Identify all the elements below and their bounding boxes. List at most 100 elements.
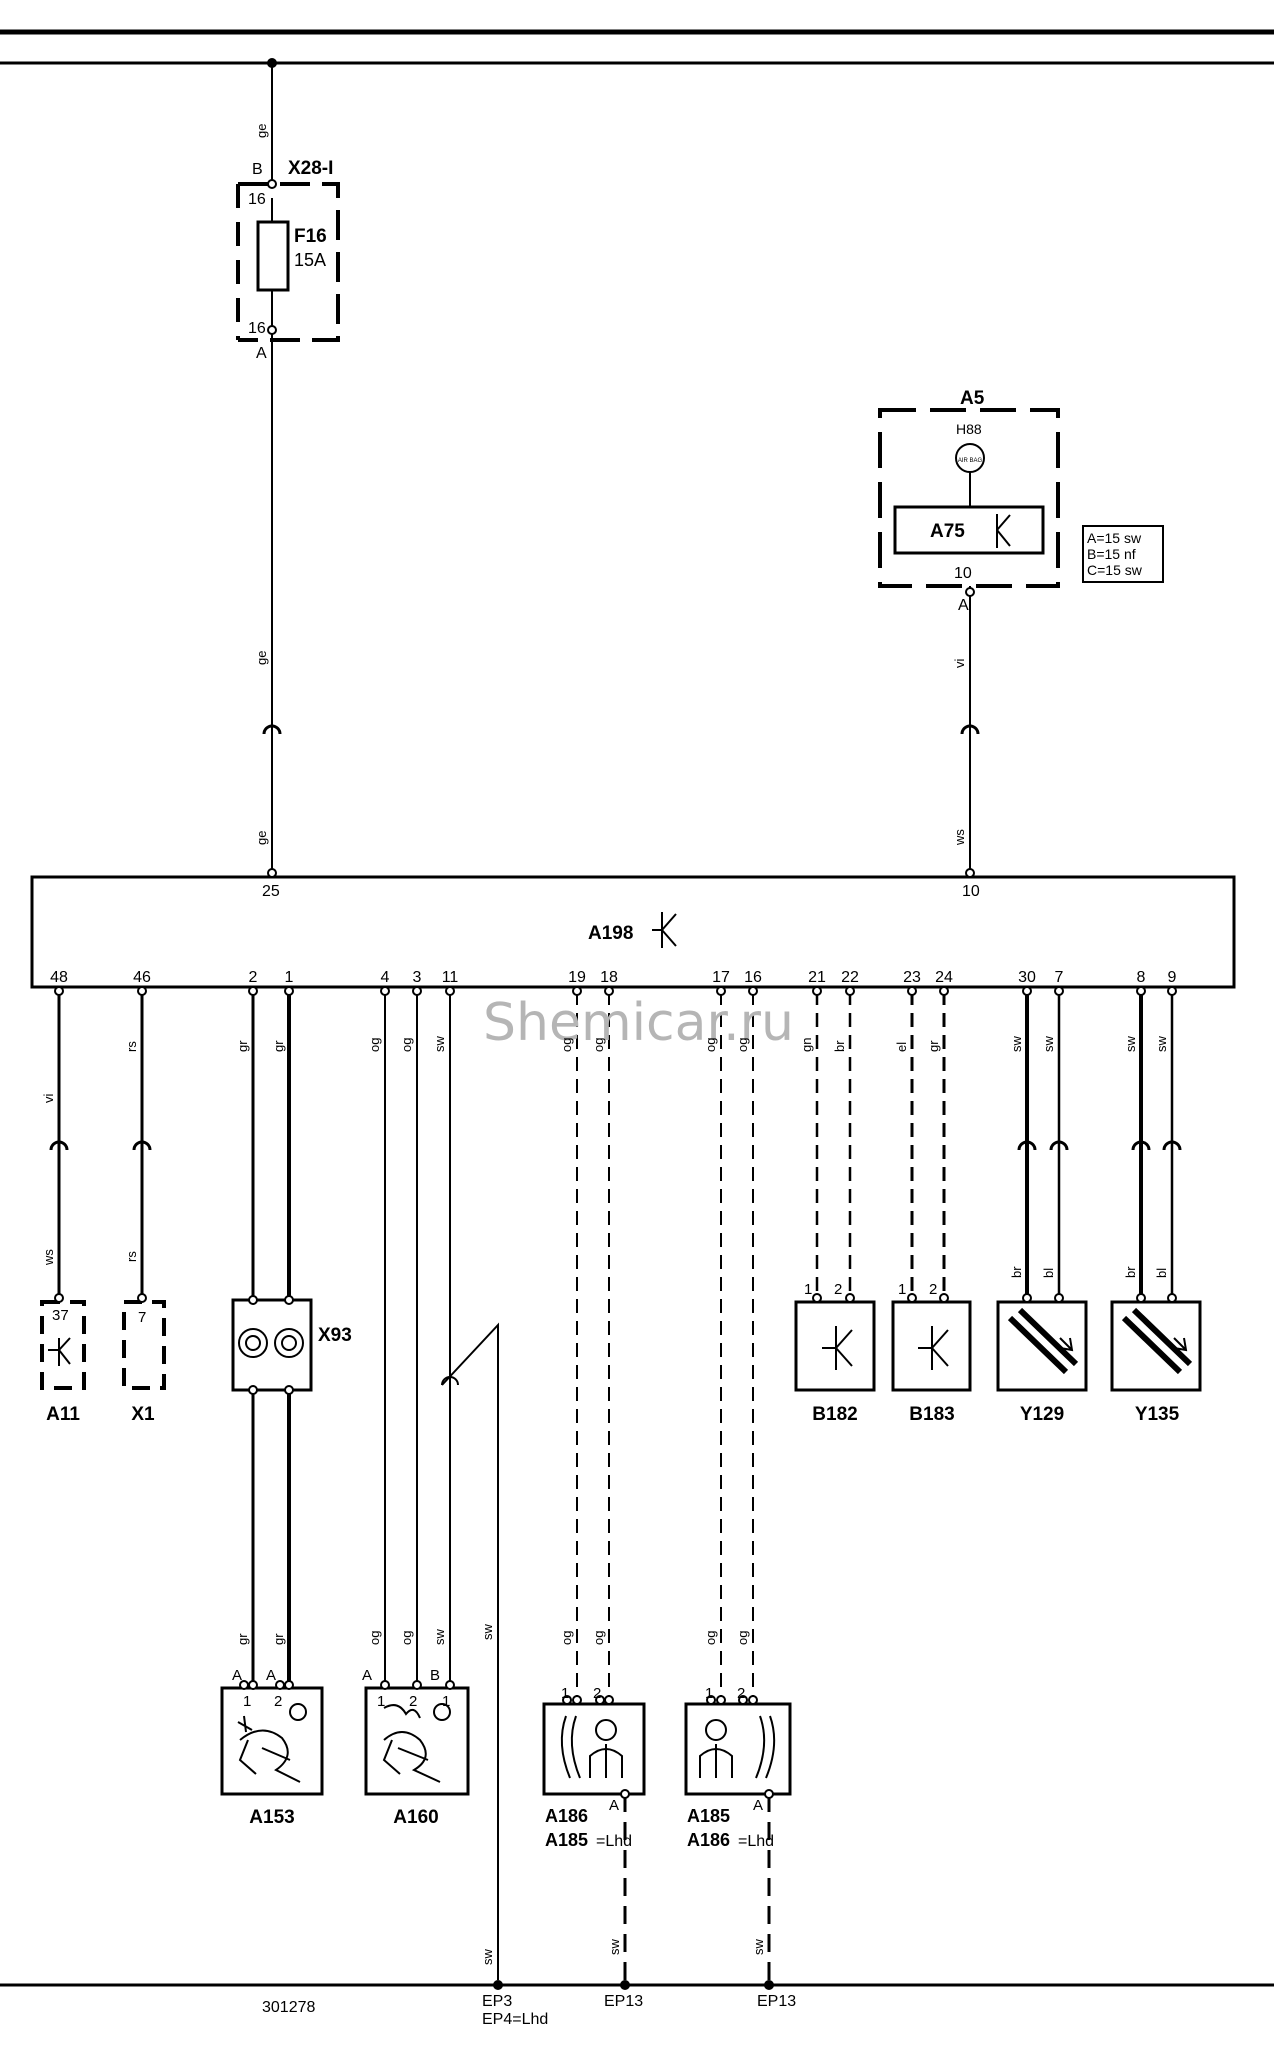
ground-ep3: EP3	[482, 1993, 512, 2010]
a153-term-2: A	[266, 1667, 276, 1684]
wire-48-top: vi	[41, 1094, 56, 1104]
wire-21: gn	[799, 1038, 814, 1052]
a160-label: A160	[393, 1807, 438, 1828]
pin-23: 23	[903, 969, 921, 986]
pin-11: 11	[442, 969, 459, 986]
wire-2-bot: gr	[235, 1633, 250, 1645]
wire-18-top: og	[591, 1038, 606, 1052]
pin-2: 2	[249, 969, 258, 986]
wire-9-top: sw	[1154, 1036, 1169, 1053]
wire-24: gr	[926, 1040, 941, 1052]
pin-24: 24	[935, 969, 953, 986]
wire-ge-1: ge	[254, 124, 269, 138]
wire-7-bot: bl	[1041, 1268, 1056, 1278]
wire-16-top: og	[735, 1038, 750, 1052]
wire-46-bot: rs	[124, 1251, 139, 1262]
wire-11-top: sw	[432, 1036, 447, 1053]
pin-17: 17	[712, 969, 730, 986]
pin-4: 4	[381, 969, 390, 986]
wire-vi-a5: vi	[952, 659, 967, 669]
a153-label: A153	[249, 1807, 294, 1828]
a5-pin: 10	[954, 565, 972, 582]
wire-30-bot: br	[1009, 1266, 1024, 1278]
fuse-connector-label: X28-I	[288, 158, 333, 179]
wire-8-bot: br	[1123, 1266, 1138, 1278]
wire-18-bot: og	[591, 1631, 606, 1645]
wire-11-bot: sw	[432, 1629, 447, 1646]
lamp-label: H88	[956, 421, 982, 437]
ground-ep13-a: EP13	[604, 1993, 643, 2010]
ground-ep13-b: EP13	[757, 1993, 796, 2010]
a75-label: A75	[930, 521, 965, 542]
a186-alt-suffix: =Lhd	[596, 1833, 632, 1850]
wire-4-bot: og	[367, 1631, 382, 1645]
a5-term: A	[958, 597, 969, 614]
x93-label: X93	[318, 1325, 352, 1346]
fuse-pin-top: 16	[248, 191, 266, 208]
a186-term: A	[609, 1797, 619, 1814]
wire-3-top: og	[399, 1038, 414, 1052]
a186-pin-2: 2	[593, 1685, 601, 1702]
a153-pin-1: 1	[243, 1693, 251, 1710]
a186-alt: A185	[545, 1830, 588, 1850]
wire-ge-3: ge	[254, 831, 269, 845]
pin-30: 30	[1018, 969, 1036, 986]
x1-pin: 7	[138, 1309, 146, 1326]
watermark: Shemicar.ru	[483, 993, 794, 1053]
pin-19: 19	[568, 969, 586, 986]
pin-22: 22	[841, 969, 859, 986]
wire-ep3-sw: sw	[480, 1949, 495, 1966]
a186-pin-1: 1	[561, 1685, 569, 1702]
a186-label: A186	[545, 1806, 588, 1826]
ground-ep4: EP4=Lhd	[482, 2011, 548, 2028]
b183-label: B183	[909, 1404, 954, 1425]
wire-gnd-186: sw	[607, 1939, 622, 1956]
wire-23: el	[894, 1042, 909, 1052]
a198-pin-10: 10	[962, 883, 980, 900]
b183-pin-1: 1	[898, 1281, 906, 1298]
drawing-number: 301278	[262, 1999, 315, 2016]
a160-pin-2: 2	[409, 1693, 417, 1710]
a160-term-2: B	[430, 1667, 440, 1684]
fuse-term-bottom: A	[256, 345, 267, 362]
a153-term-1: A	[232, 1667, 242, 1684]
fuse-pin-bottom: 16	[248, 320, 266, 337]
wire-ws-a5: ws	[952, 829, 967, 846]
wire-48-bot: ws	[41, 1249, 56, 1266]
a160-term-1: A	[362, 1667, 372, 1684]
wire-4-top: og	[367, 1038, 382, 1052]
a185-alt-suffix: =Lhd	[738, 1833, 774, 1850]
wire-11-ep3: sw	[480, 1624, 495, 1641]
wire-46-top: rs	[124, 1041, 139, 1052]
pin-16: 16	[744, 969, 762, 986]
y135-label: Y135	[1135, 1404, 1180, 1425]
a185-pin-1: 1	[705, 1685, 713, 1702]
wire-30-top: sw	[1009, 1036, 1024, 1053]
wire-8-top: sw	[1123, 1036, 1138, 1053]
pin-21: 21	[808, 969, 826, 986]
a185-label: A185	[687, 1806, 730, 1826]
b182-pin-1: 1	[804, 1281, 812, 1298]
a198-label: A198	[588, 923, 633, 944]
wire-19-top: og	[559, 1038, 574, 1052]
wire-16-bot: og	[735, 1631, 750, 1645]
legend-a: A=15 sw	[1087, 530, 1142, 546]
lamp-text: AIR BAG	[958, 458, 983, 464]
legend-b: B=15 nf	[1087, 546, 1136, 562]
pin-7: 7	[1055, 969, 1064, 986]
wire-7-top: sw	[1041, 1036, 1056, 1053]
pin-9: 9	[1168, 969, 1177, 986]
wire-22: br	[832, 1040, 847, 1052]
wire-17-top: og	[703, 1038, 718, 1052]
wire-1-top: gr	[271, 1040, 286, 1052]
a160-pin-3: 1	[442, 1693, 450, 1710]
x1-label: X1	[131, 1404, 155, 1425]
b183-pin-2: 2	[929, 1281, 937, 1298]
pin-46: 46	[133, 969, 151, 986]
wire-9-bot: bl	[1154, 1268, 1169, 1278]
pin-1: 1	[285, 969, 294, 986]
a5-label: A5	[960, 388, 985, 409]
y129-label: Y129	[1020, 1404, 1064, 1425]
a160-pin-1: 1	[377, 1693, 385, 1710]
